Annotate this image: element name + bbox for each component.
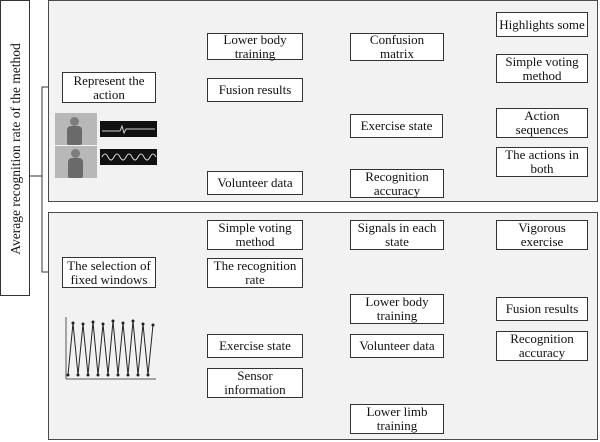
node-fusion-results-bottom: Fusion results [496,297,588,321]
node-selection-fixed-windows: The selection of fixed windows [62,257,156,288]
node-highlights-some: Highlights some [496,12,588,37]
node-exercise-state-top: Exercise state [350,114,443,138]
node-sensor-information: Sensor information [207,368,303,398]
fixed-window-signal-plot [65,317,156,380]
node-confusion-matrix: Confusion matrix [350,33,444,61]
node-lower-limb-training: Lower limb training [350,404,444,434]
node-lower-body-training-top: Lower body training [207,32,303,60]
node-simple-voting-method-top: Simple voting method [496,54,588,83]
node-vigorous-exercise: Vigorous exercise [496,220,588,250]
bottom-panel [48,212,598,440]
root-node: Average recognition rate of the method [0,0,30,296]
node-signals-each-state: Signals in each state [350,220,444,250]
node-action-sequences: Action sequences [496,108,588,138]
node-recognition-accuracy-top: Recognition accuracy [350,169,444,198]
root-label: Average recognition rate of the method [8,43,23,255]
signal-trace-2 [101,153,157,161]
node-simple-voting-method-bottom: Simple voting method [207,220,303,250]
node-recognition-accuracy-bottom: Recognition accuracy [496,331,588,361]
action-photos-thumbnail [55,113,159,178]
node-actions-in-both: The actions in both [496,147,588,177]
node-volunteer-data-bottom: Volunteer data [350,334,444,358]
node-volunteer-data-top: Volunteer data [207,171,303,195]
node-exercise-state-bottom: Exercise state [207,334,303,358]
node-recognition-rate: The recognition rate [207,258,303,288]
node-fusion-results-top: Fusion results [207,78,303,102]
signal-trace-1 [102,124,155,135]
node-lower-body-training-bottom: Lower body training [350,294,444,324]
node-represent-action: Represent the action [62,72,156,103]
